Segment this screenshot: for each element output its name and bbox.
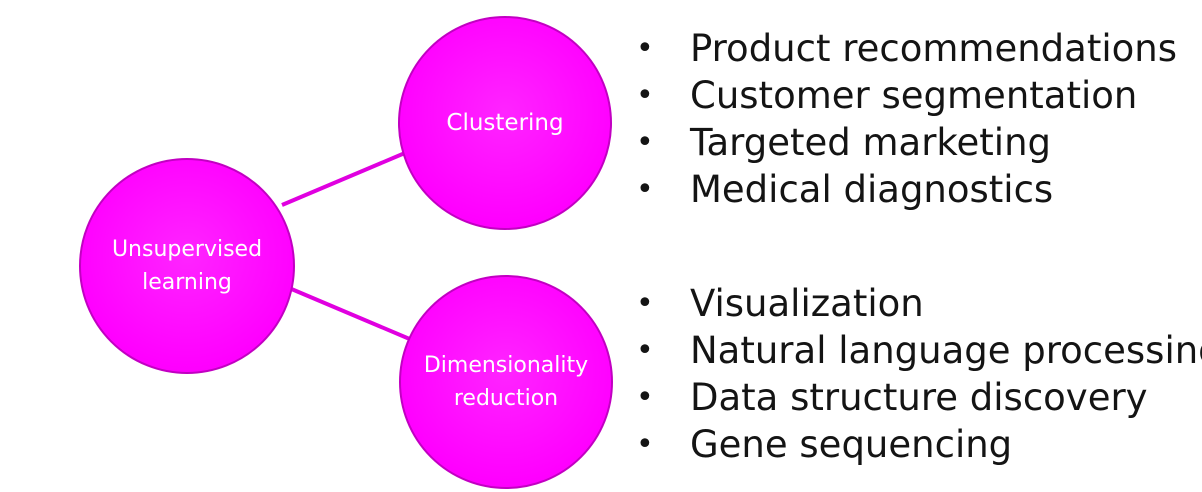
connector-root-dimensionality	[281, 283, 413, 342]
list-item: Targeted marketing	[628, 119, 1177, 166]
list-item: Natural language processing	[628, 327, 1202, 374]
connector-root-clustering	[281, 148, 413, 207]
list-item: Data structure discovery	[628, 374, 1202, 421]
list-item: Customer segmentation	[628, 72, 1177, 119]
list-item: Visualization	[628, 280, 1202, 327]
node-clustering: Clustering	[398, 16, 612, 230]
list-item: Product recommendations	[628, 25, 1177, 72]
list-item: Medical diagnostics	[628, 166, 1177, 213]
clustering-applications-list: Product recommendations Customer segment…	[628, 25, 1177, 213]
node-unsupervised-learning: Unsupervised learning	[79, 158, 295, 374]
list-item: Gene sequencing	[628, 421, 1202, 468]
node-dimensionality-reduction: Dimensionality reduction	[399, 275, 613, 489]
dimensionality-reduction-applications-list: Visualization Natural language processin…	[628, 280, 1202, 468]
